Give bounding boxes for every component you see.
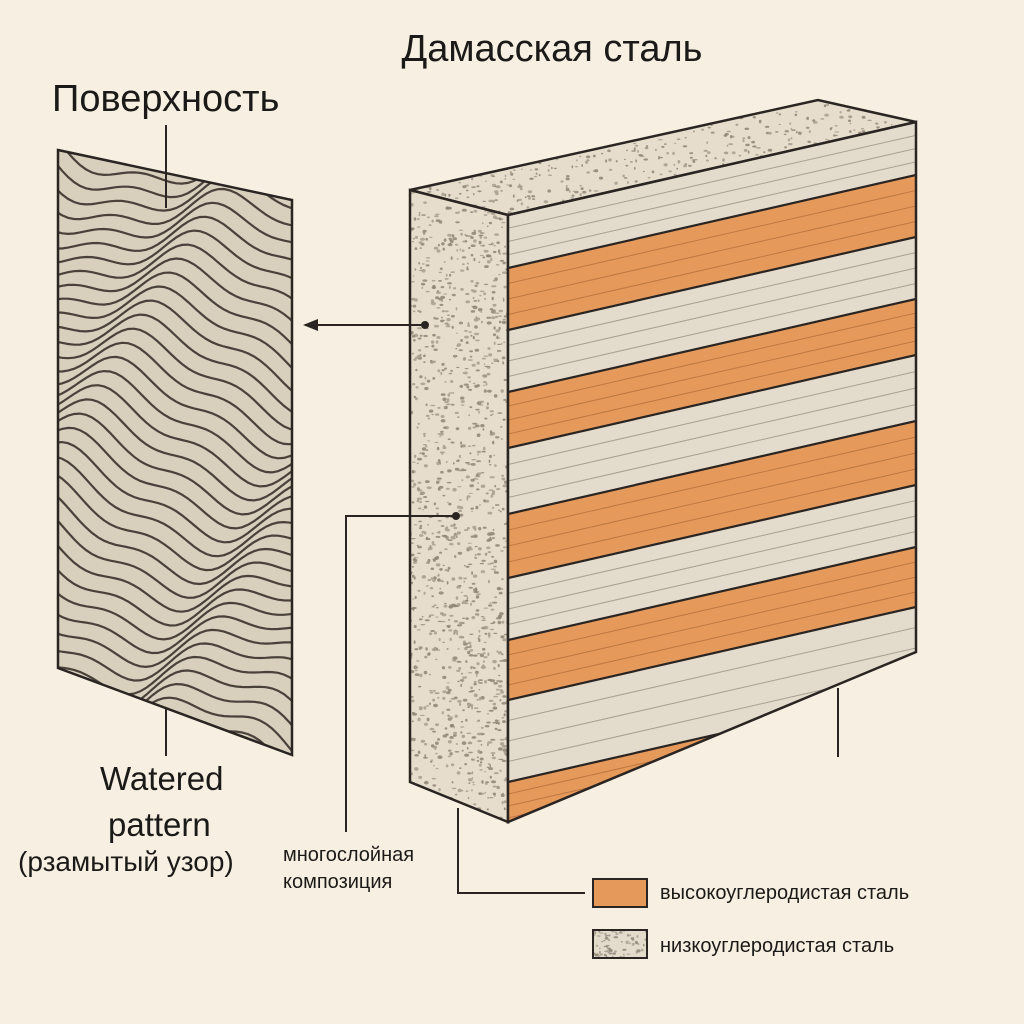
watered-line — [58, 608, 292, 655]
surface-label: Поверхность — [52, 78, 280, 120]
watered-line — [58, 535, 292, 613]
watered-line — [58, 299, 292, 396]
surface-panel — [56, 148, 294, 757]
watered-line — [58, 455, 292, 558]
watered-line — [58, 398, 292, 502]
watered-line — [58, 585, 292, 641]
watered-pattern-label-line3: (рзамытый узор) — [18, 846, 234, 877]
watered-line — [58, 285, 292, 373]
watered-line — [58, 628, 292, 669]
legend-leader-line — [457, 808, 585, 894]
watered-pattern-label-line2: pattern — [108, 806, 211, 843]
watered-line — [58, 642, 292, 682]
block-front-face — [506, 120, 918, 824]
watered-line — [58, 201, 292, 245]
watered-line — [58, 271, 292, 350]
multilayer-origin-dot — [452, 512, 460, 520]
block-side-face — [408, 188, 510, 824]
watered-line — [58, 257, 292, 326]
watered-line — [58, 243, 292, 303]
diagram-title: Дамасская сталь — [401, 28, 703, 70]
legend-label-high-carbon: высокоуглеродистая сталь — [660, 882, 910, 904]
arrow-head — [303, 319, 318, 331]
watered-line — [58, 229, 292, 282]
legend — [592, 878, 648, 959]
multilayer-label-line2: композиция — [283, 871, 393, 893]
watered-pattern-label: Watered — [100, 760, 224, 797]
watered-line — [58, 313, 292, 415]
watered-line — [58, 355, 292, 460]
watered-line — [58, 440, 292, 544]
watered-line — [58, 412, 292, 516]
watered-line — [58, 150, 292, 185]
watered-line — [58, 426, 292, 530]
watered-line — [58, 187, 292, 228]
legend-label-low-carbon: низкоуглеродистая сталь — [660, 935, 895, 957]
legend-swatch-high-carbon — [592, 878, 648, 908]
watered-line — [58, 511, 292, 599]
leader-lines — [165, 125, 839, 894]
watered-pattern-lines — [58, 150, 292, 755]
watered-line — [58, 327, 292, 432]
steel-layers — [508, 122, 916, 822]
multilayer-leader-line — [345, 515, 455, 832]
watered-line — [58, 655, 292, 696]
multilayer-label: многослойная — [283, 844, 415, 866]
watered-line — [58, 369, 292, 474]
watered-line — [58, 470, 292, 572]
watered-line — [58, 215, 292, 263]
watered-line — [58, 560, 292, 627]
watered-line — [58, 489, 292, 586]
watered-line — [58, 341, 292, 446]
arrow-origin-dot — [421, 321, 429, 329]
watered-line — [58, 384, 292, 488]
